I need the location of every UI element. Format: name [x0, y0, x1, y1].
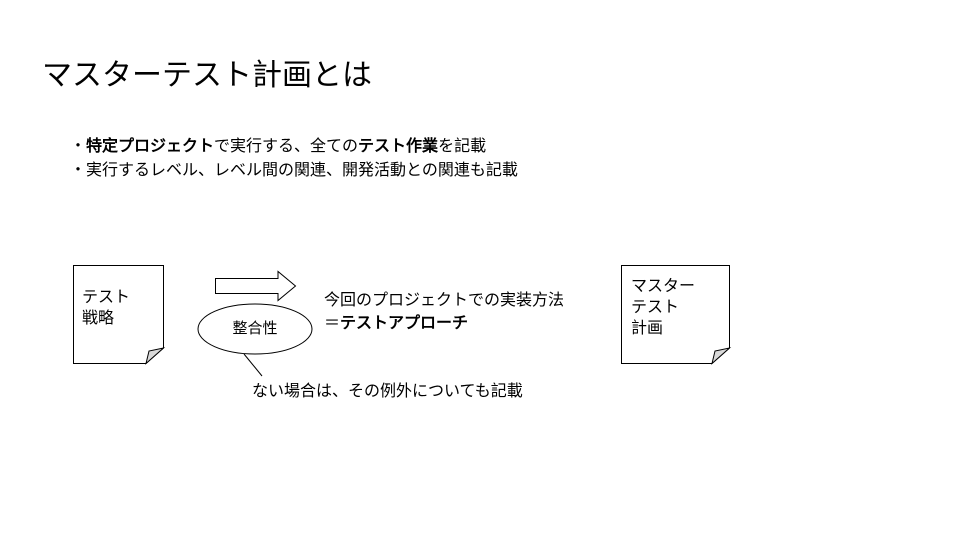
strategy-document-fold: [145, 347, 166, 365]
approach-line1: 今回のプロジェクトでの実装方法: [324, 290, 565, 309]
bullet-item-2: ・実行するレベル、レベル間の関連、開発活動との関連も記載: [70, 158, 518, 182]
approach-equals: ＝: [324, 313, 341, 332]
ellipse-outline: [197, 303, 313, 355]
bullet-text-bold: テスト作業: [358, 136, 439, 155]
consistency-callout-ellipse: [197, 303, 313, 377]
strategy-label-line1: テスト: [82, 287, 131, 306]
strategy-document-label: テスト 戦略: [82, 286, 130, 328]
approach-text: 今回のプロジェクトでの実装方法 ＝テストアプローチ: [324, 288, 564, 334]
master-label-line2: テスト: [631, 297, 680, 316]
approach-bold: テストアプローチ: [340, 313, 469, 332]
bullet-text-bold: 特定プロジェクト: [86, 136, 215, 155]
bullet-item-1: ・特定プロジェクトで実行する、全てのテスト作業を記載: [70, 134, 518, 158]
exception-note: ない場合は、その例外についても記載: [252, 381, 523, 400]
master-plan-label: マスター テスト 計画: [631, 275, 695, 338]
master-label-line3: 計画: [631, 318, 664, 337]
approach-line2: ＝テストアプローチ: [324, 311, 564, 334]
right-arrow-shape: [215, 270, 297, 302]
master-plan-document-shape: [621, 265, 732, 365]
master-document-fold: [711, 347, 732, 365]
strategy-label-line2: 戦略: [82, 308, 115, 327]
bullet-marker: ・: [70, 136, 87, 155]
right-arrow-outline: [215, 270, 297, 302]
consistency-label: 整合性: [232, 319, 278, 337]
bullet-text: を記載: [438, 136, 487, 155]
bullet-marker: ・: [70, 160, 87, 179]
bullet-list: ・特定プロジェクトで実行する、全てのテスト作業を記載 ・実行するレベル、レベル間…: [70, 134, 518, 182]
strategy-document-shape: [73, 265, 166, 365]
slide-title: マスターテスト計画とは: [42, 58, 372, 93]
ellipse-pointer-line: [243, 353, 263, 377]
master-label-line1: マスター: [631, 276, 696, 295]
bullet-text: 実行するレベル、レベル間の関連、開発活動との関連も記載: [86, 160, 518, 179]
bullet-text: で実行する、全ての: [214, 136, 359, 155]
